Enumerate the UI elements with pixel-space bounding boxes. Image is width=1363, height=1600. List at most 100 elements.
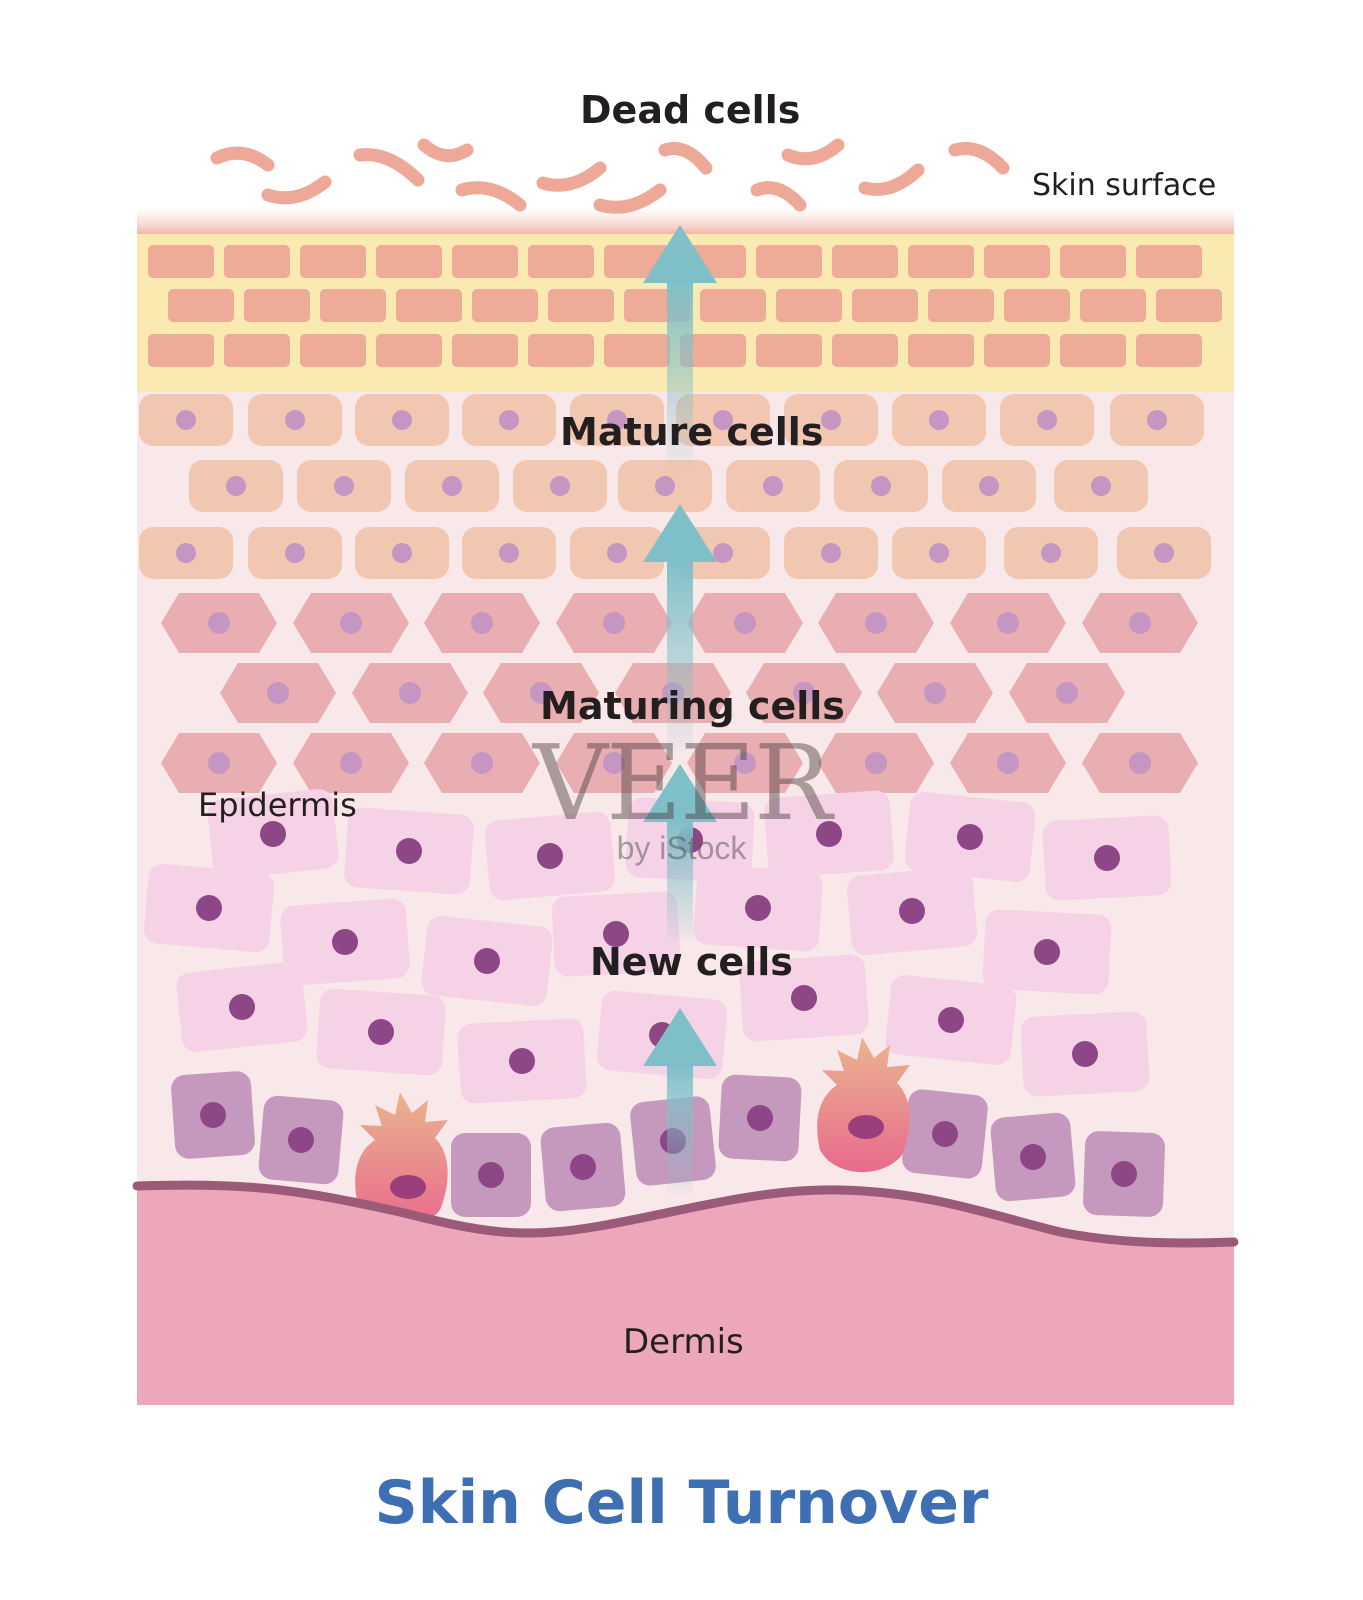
- mature-cell-nucleus: [442, 476, 462, 496]
- new-cell-nucleus: [509, 1048, 535, 1074]
- mature-cell-nucleus: [655, 476, 675, 496]
- maturing-cell-nucleus: [1129, 752, 1151, 774]
- basal-cell-nucleus: [1111, 1161, 1137, 1187]
- corneum-cell: [168, 289, 234, 322]
- mature-cell-nucleus: [929, 410, 949, 430]
- basal-cells-group: [171, 1071, 1165, 1217]
- mature-cell-nucleus: [713, 410, 733, 430]
- corneum-cell: [300, 334, 366, 367]
- dead-cell: [353, 148, 425, 187]
- mature-cell-nucleus: [392, 543, 412, 563]
- turnover-arrow-lower-middle: [643, 764, 717, 940]
- maturing-cell-nucleus: [603, 752, 625, 774]
- maturing-cell-nucleus: [997, 752, 1019, 774]
- corneum-cell: [700, 289, 766, 322]
- corneum-cell: [984, 245, 1050, 278]
- corneum-cell: [832, 334, 898, 367]
- corneum-cell: [320, 289, 386, 322]
- new-cell-nucleus: [1072, 1041, 1098, 1067]
- new-cell-nucleus: [368, 1019, 394, 1045]
- mature-cell-nucleus: [607, 543, 627, 563]
- basal-cell-nucleus: [288, 1127, 314, 1153]
- maturing-cell-nucleus: [865, 612, 887, 634]
- maturing-cell-nucleus: [267, 682, 289, 704]
- turnover-arrow-bottom: [643, 1008, 717, 1194]
- new-cell-nucleus: [229, 994, 255, 1020]
- corneum-cell: [1060, 334, 1126, 367]
- corneum-cell: [148, 245, 214, 278]
- skin-surface-line: [137, 208, 1234, 234]
- mature-cell-nucleus: [1147, 410, 1167, 430]
- dead-cell: [261, 175, 332, 205]
- maturing-cell-nucleus: [208, 752, 230, 774]
- new-cell-nucleus: [196, 895, 222, 921]
- corneum-cell: [908, 334, 974, 367]
- maturing-cell-nucleus: [734, 612, 756, 634]
- basal-cell-nucleus: [570, 1154, 596, 1180]
- watermark-logo: VEER: [532, 722, 832, 844]
- new-cell-nucleus: [938, 1007, 964, 1033]
- corneum-cell: [148, 334, 214, 367]
- label-new-cells: New cells: [590, 940, 793, 984]
- corneum-cell: [548, 289, 614, 322]
- melanocyte-left: [355, 1092, 448, 1228]
- maturing-cell-nucleus: [734, 752, 756, 774]
- mature-cell-nucleus: [176, 410, 196, 430]
- corneum-cell: [852, 289, 918, 322]
- corneum-cell: [452, 334, 518, 367]
- mature-cell-nucleus: [1154, 543, 1174, 563]
- corneum-cell: [224, 334, 290, 367]
- label-dermis: Dermis: [623, 1322, 744, 1362]
- dead-cell: [781, 138, 845, 166]
- corneum-cell: [1156, 289, 1222, 322]
- dead-cell: [210, 146, 275, 172]
- corneum-cell: [756, 334, 822, 367]
- label-skin-surface: Skin surface: [1032, 168, 1217, 203]
- mature-cell-nucleus: [763, 476, 783, 496]
- basal-cell-nucleus: [747, 1105, 773, 1131]
- corneum-cell: [1136, 245, 1202, 278]
- mature-cell-nucleus: [334, 476, 354, 496]
- mature-cells-group: [139, 394, 1211, 579]
- mature-cell-nucleus: [285, 410, 305, 430]
- dead-cell: [948, 142, 1010, 175]
- new-cell-nucleus: [1094, 845, 1120, 871]
- dead-cell: [455, 181, 527, 212]
- corneum-cell: [244, 289, 310, 322]
- corneum-cell: [1136, 334, 1202, 367]
- corneum-cell: [756, 245, 822, 278]
- mature-cell-nucleus: [713, 543, 733, 563]
- melanocyte-right: [817, 1037, 910, 1173]
- maturing-cell-nucleus: [865, 752, 887, 774]
- new-cell-nucleus: [816, 821, 842, 847]
- corneum-cell: [1060, 245, 1126, 278]
- label-epidermis: Epidermis: [198, 786, 357, 824]
- maturing-cell-nucleus: [340, 752, 362, 774]
- basal-cell-nucleus: [200, 1102, 226, 1128]
- corneum-cell: [300, 245, 366, 278]
- corneum-cell: [928, 289, 994, 322]
- dermis-layer: [137, 1185, 1234, 1405]
- new-cell-nucleus: [332, 929, 358, 955]
- mature-cell-nucleus: [176, 543, 196, 563]
- basal-cell-nucleus: [1020, 1144, 1046, 1170]
- diagram-title: Skin Cell Turnover: [374, 1468, 989, 1538]
- maturing-cell-nucleus: [793, 682, 815, 704]
- maturing-cell-nucleus: [471, 612, 493, 634]
- new-cell-nucleus: [957, 824, 983, 850]
- corneum-cell: [396, 289, 462, 322]
- maturing-cell-nucleus: [997, 612, 1019, 634]
- mature-cell-nucleus: [499, 543, 519, 563]
- corneum-cell: [224, 245, 290, 278]
- maturing-cell-nucleus: [399, 682, 421, 704]
- dead-cell: [858, 163, 925, 196]
- mature-cell-nucleus: [607, 410, 627, 430]
- label-mature-cells: Mature cells: [560, 410, 824, 454]
- maturing-cell-nucleus: [924, 682, 946, 704]
- corneum-cell: [376, 334, 442, 367]
- new-cell-nucleus: [791, 985, 817, 1011]
- mature-cell-nucleus: [550, 476, 570, 496]
- maturing-cell-nucleus: [208, 612, 230, 634]
- mature-cell-nucleus: [929, 543, 949, 563]
- corneum-cell: [604, 334, 670, 367]
